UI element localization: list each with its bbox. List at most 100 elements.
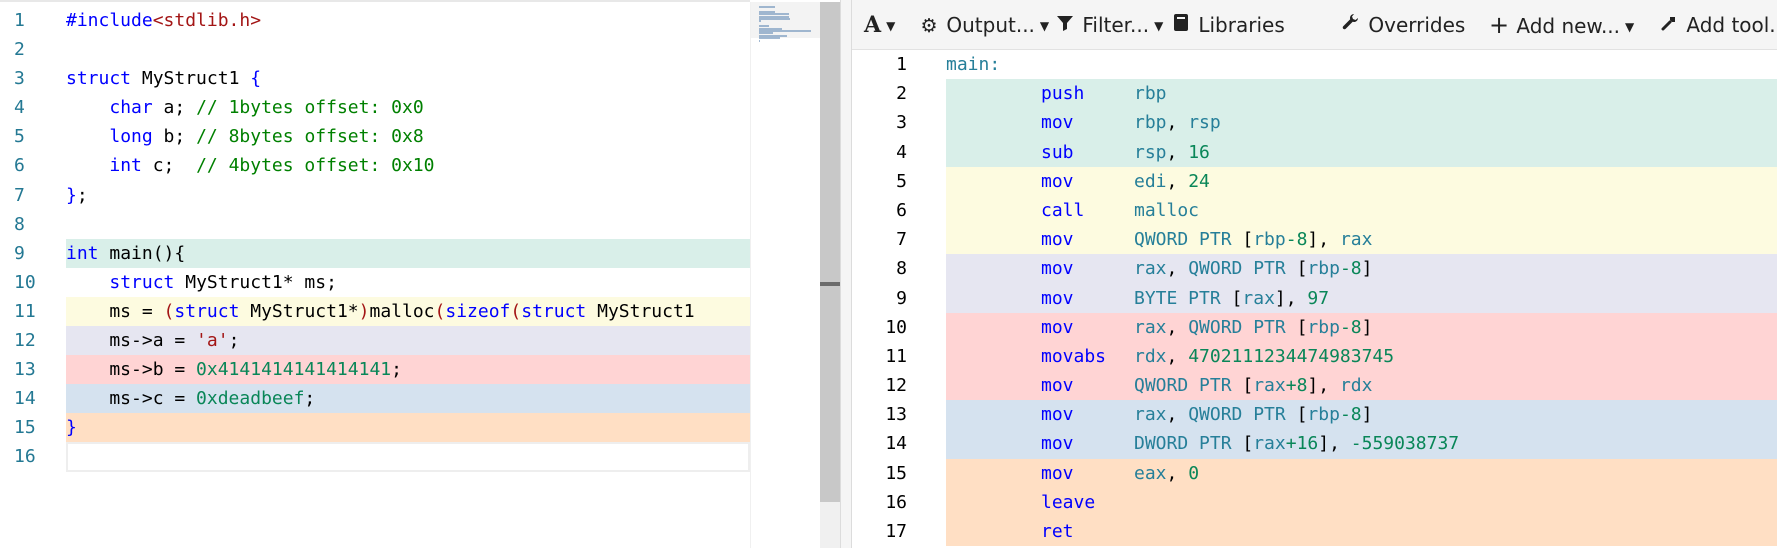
overrides-label: Overrides <box>1368 13 1466 37</box>
line-number: 5 <box>896 170 907 192</box>
minimap-viewport[interactable] <box>751 2 821 38</box>
code-token: ( <box>510 300 522 322</box>
source-line[interactable]: 13 ms->b = 0x4141414141414141; <box>0 355 750 385</box>
asm-mnemonic: mov <box>1041 287 1074 309</box>
line-number: 3 <box>896 112 907 134</box>
source-line[interactable]: 11 ms = (struct MyStruct1*)malloc(sizeof… <box>0 296 750 327</box>
tool-icon <box>1658 12 1680 40</box>
minimap-line <box>759 15 789 18</box>
output-options-button[interactable]: ⚙ Output...▼ <box>918 11 1049 39</box>
font-size-button[interactable]: A▼ <box>864 11 895 39</box>
source-line[interactable]: 12 ms->a = 'a'; <box>0 326 750 356</box>
libraries-button[interactable]: Libraries <box>1170 11 1285 39</box>
filter-button[interactable]: Filter...▼ <box>1054 11 1163 39</box>
operand-token: ], <box>1307 229 1340 251</box>
operand-token: rax <box>1253 375 1286 397</box>
line-number: 14 <box>885 433 907 455</box>
source-scrollbar[interactable] <box>820 2 840 548</box>
minimap-line <box>759 20 761 23</box>
source-line[interactable]: 14 ms->c = 0xdeadbeef; <box>0 384 750 414</box>
source-line[interactable]: 16 <box>0 442 750 472</box>
operand-token: ] <box>1361 258 1373 280</box>
filter-label: Filter... <box>1082 13 1150 37</box>
line-number: 1 <box>14 10 25 31</box>
source-line[interactable]: 4 char a; // 1bytes offset: 0x0 <box>0 93 750 122</box>
minimap-line <box>759 27 782 30</box>
operand-token: , <box>1166 258 1189 280</box>
operand-token: [ <box>1296 258 1308 280</box>
source-line[interactable]: 2 <box>0 35 750 64</box>
operand-token: , <box>1166 316 1189 338</box>
operand-token: -8 <box>1339 258 1362 280</box>
code-token: char <box>109 97 153 119</box>
source-line[interactable]: 6 int c; // 4bytes offset: 0x10 <box>0 151 750 180</box>
source-line[interactable]: 5 long b; // 8bytes offset: 0x8 <box>0 122 750 151</box>
code-token: sizeof <box>445 300 511 322</box>
source-line[interactable]: 1#include<stdlib.h> <box>0 6 750 35</box>
asm-operands: rax, QWORD PTR [rbp-8] <box>1134 254 1372 283</box>
source-line[interactable]: 15} <box>0 413 750 443</box>
source-line[interactable]: 8 <box>0 210 750 239</box>
chevron-down-icon: ▼ <box>1039 19 1050 33</box>
source-scrollbar-thumb[interactable] <box>820 2 840 502</box>
overrides-button[interactable]: Overrides <box>1340 11 1465 39</box>
line-number: 17 <box>885 521 907 542</box>
line-highlight <box>66 326 750 356</box>
operand-token: rbp <box>1134 83 1167 105</box>
line-highlight <box>66 355 750 385</box>
code-token: a; <box>152 97 197 119</box>
line-highlight <box>946 225 1777 255</box>
asm-mnemonic: call <box>1041 199 1085 221</box>
operand-token: -559038737 <box>1350 433 1460 455</box>
code-token: struct <box>109 271 175 293</box>
line-number: 5 <box>14 126 25 148</box>
wrench-icon <box>1340 12 1362 40</box>
line-code: int c; // 4bytes offset: 0x10 <box>66 151 750 180</box>
operand-token: rax <box>1134 258 1167 280</box>
operand-token: malloc <box>1134 199 1200 221</box>
code-token: #include <box>66 10 153 31</box>
operand-token: rbp <box>1307 316 1340 338</box>
operand-token: rbp <box>1307 258 1340 280</box>
add-tool-button[interactable]: Add tool... <box>1658 11 1777 39</box>
code-token: ( <box>434 300 446 322</box>
operand-token: -8 <box>1339 404 1362 426</box>
font-label: A <box>864 12 882 38</box>
operand-token: 0 <box>1188 462 1200 484</box>
source-minimap[interactable] <box>750 2 821 548</box>
source-line[interactable]: 7}; <box>0 181 750 210</box>
code-token: MyStruct1 <box>131 68 251 90</box>
source-line[interactable]: 10 struct MyStruct1* ms; <box>0 268 750 297</box>
add-new-button[interactable]: + Add new...▼ <box>1488 11 1634 39</box>
operand-token: ] <box>1361 404 1373 426</box>
line-code: main: <box>946 50 1777 79</box>
operand-token: rdx <box>1134 345 1167 367</box>
operand-token: +8 <box>1285 375 1308 397</box>
asm-mnemonic: mov <box>1041 258 1074 280</box>
operand-token: , <box>1166 404 1189 426</box>
pane-splitter[interactable] <box>840 0 852 548</box>
asm-mnemonic: movabs <box>1041 345 1107 367</box>
